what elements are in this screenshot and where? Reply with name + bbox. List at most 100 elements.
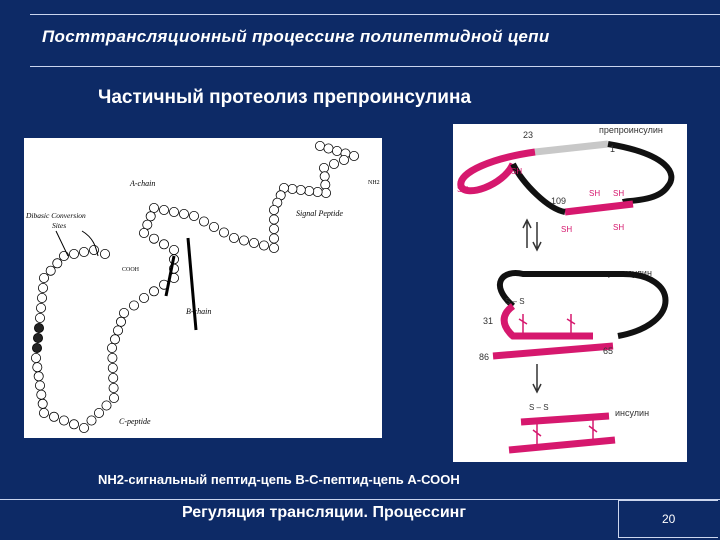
amino-acid-bead bbox=[69, 249, 80, 260]
signal-peptide-segment bbox=[534, 140, 609, 156]
insulin-b-chain bbox=[520, 412, 610, 426]
b-chain-label: B-chain bbox=[186, 307, 211, 316]
arrow-down bbox=[532, 222, 542, 252]
amino-acid-bead bbox=[218, 227, 229, 238]
label-sh-1: SH bbox=[511, 167, 522, 176]
preproinsulin-sequence-diagram: A-chain B-chain C-peptide Signal Peptide… bbox=[24, 138, 382, 438]
sequence-caption: NH2-сигнальный пептид-цепь В-С-пептид-це… bbox=[98, 472, 460, 487]
amino-acid-bead bbox=[168, 245, 179, 256]
label-31: 31 bbox=[483, 316, 493, 326]
amino-acid-bead bbox=[45, 265, 56, 276]
amino-acid-bead bbox=[139, 228, 150, 239]
amino-acid-bead bbox=[338, 154, 349, 165]
arrow-up bbox=[522, 218, 532, 248]
amino-acid-bead bbox=[319, 171, 330, 182]
amino-acid-bead bbox=[38, 407, 49, 418]
amino-acid-bead bbox=[107, 362, 118, 373]
amino-acid-bead bbox=[107, 352, 118, 363]
amino-acid-bead bbox=[149, 233, 160, 244]
insulin-disulfide-1 bbox=[532, 424, 542, 446]
amino-acid-bead bbox=[38, 272, 49, 283]
label-65: 65 bbox=[603, 346, 613, 356]
amino-acid-bead bbox=[94, 407, 105, 418]
amino-acid-bead bbox=[36, 389, 47, 400]
amino-acid-bead bbox=[33, 322, 44, 333]
label-sh-6: SH bbox=[613, 223, 624, 232]
slide-subtitle: Частичный протеолиз препроинсулина bbox=[98, 87, 472, 108]
amino-acid-bead bbox=[323, 143, 334, 154]
amino-acid-bead bbox=[142, 219, 153, 230]
label-86: 86 bbox=[479, 352, 489, 362]
amino-acid-bead bbox=[139, 292, 150, 303]
slide-title: Посттрансляционный процессинг полипептид… bbox=[42, 27, 550, 46]
amino-acid-bead bbox=[287, 184, 298, 195]
amino-acid-bead bbox=[129, 300, 140, 311]
amino-acid-bead bbox=[108, 372, 119, 383]
amino-acid-bead bbox=[107, 342, 118, 353]
dibasic-arrow-right bbox=[81, 230, 99, 257]
amino-acid-bead bbox=[109, 392, 120, 403]
amino-acid-bead bbox=[314, 141, 325, 151]
amino-acid-bead bbox=[178, 209, 189, 220]
label-sh-2: SH bbox=[457, 185, 468, 194]
processing-schematic: 23 1 препроинсулин SH SH SH SH SH SH 109… bbox=[453, 124, 687, 462]
c-peptide-label: C-peptide bbox=[119, 417, 151, 426]
amino-acid-bead bbox=[33, 371, 44, 382]
proinsulin-disulfide-1 bbox=[518, 314, 528, 334]
cooh-label: COOH bbox=[122, 267, 140, 273]
amino-acid-bead bbox=[268, 233, 279, 244]
footer-rule bbox=[0, 499, 720, 500]
amino-acid-bead bbox=[101, 400, 112, 411]
a-chain-label: A-chain bbox=[129, 179, 155, 188]
amino-acid-bead bbox=[36, 292, 47, 303]
amino-acid-bead bbox=[258, 240, 269, 251]
proinsulin-b-chain bbox=[500, 303, 593, 340]
amino-acid-bead bbox=[168, 207, 179, 218]
footer-text: Регуляция трансляции. Процессинг bbox=[182, 504, 466, 521]
title-rule bbox=[30, 66, 720, 67]
amino-acid-bead bbox=[110, 334, 121, 345]
amino-acid-bead bbox=[34, 312, 45, 323]
amino-acid-bead bbox=[149, 203, 160, 214]
amino-acid-bead bbox=[69, 419, 80, 430]
amino-acid-bead bbox=[198, 216, 209, 227]
amino-acid-bead bbox=[52, 258, 63, 269]
amino-acid-bead bbox=[328, 158, 339, 169]
label-109: 109 bbox=[551, 196, 566, 206]
label-1: 1 bbox=[610, 144, 615, 154]
preproinsulin-b-chain bbox=[457, 148, 536, 195]
amino-acid-bead bbox=[149, 286, 160, 297]
label-23: 23 bbox=[523, 130, 533, 140]
proinsulin-black-loop bbox=[497, 270, 669, 339]
page-number: 20 bbox=[662, 512, 676, 526]
amino-acid-bead bbox=[37, 282, 48, 293]
amino-acid-bead bbox=[188, 211, 199, 222]
disulfide-bond-2 bbox=[186, 237, 198, 331]
preproinsulin-a-chain bbox=[564, 200, 634, 216]
dibasic-arrow-left bbox=[55, 230, 69, 257]
amino-acid-bead bbox=[268, 205, 279, 216]
amino-acid-bead bbox=[295, 185, 306, 196]
amino-acid-bead bbox=[268, 243, 279, 254]
amino-acid-bead bbox=[348, 150, 359, 161]
top-rule bbox=[30, 14, 720, 15]
proinsulin-disulfide-2 bbox=[566, 314, 576, 334]
amino-acid-bead bbox=[89, 245, 100, 256]
amino-acid-bead bbox=[86, 415, 97, 426]
preproinsulin-c-peptide bbox=[510, 162, 566, 215]
amino-acid-bead bbox=[31, 352, 41, 363]
amino-acid-bead bbox=[158, 239, 169, 250]
amino-acid-bead bbox=[108, 382, 119, 393]
label-sh-4: SH bbox=[613, 189, 624, 198]
insulin-disulfide-2 bbox=[588, 420, 598, 442]
label-sh-5: SH bbox=[561, 225, 572, 234]
amino-acid-bead bbox=[331, 145, 342, 156]
amino-acid-bead bbox=[158, 205, 169, 216]
amino-acid-bead bbox=[79, 247, 90, 258]
page-number-box bbox=[618, 500, 718, 538]
nh2-label: NH2 bbox=[368, 180, 380, 186]
amino-acid-bead bbox=[248, 238, 259, 249]
amino-acid-bead bbox=[208, 222, 219, 233]
amino-acid-bead bbox=[268, 214, 279, 225]
amino-acid-bead bbox=[119, 307, 130, 318]
